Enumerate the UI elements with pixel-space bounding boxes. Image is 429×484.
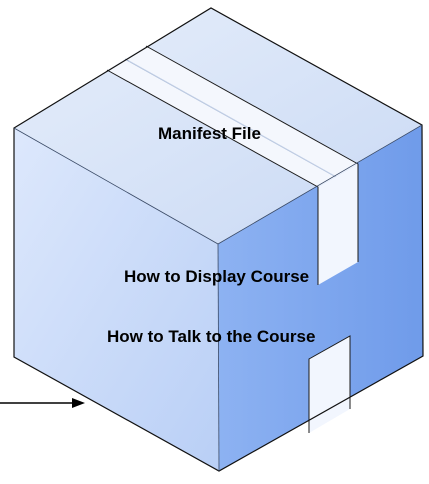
box-outline	[13, 7, 424, 472]
tape-strip-top	[107, 46, 358, 187]
tape-outline-lower	[308, 335, 351, 433]
tape-strip-side-upper	[318, 164, 358, 285]
box-vertical-edge	[217, 243, 220, 472]
tape-outline-top	[106, 69, 319, 285]
display-course-label: How to Display Course	[124, 267, 309, 286]
input-arrow-head	[72, 398, 85, 408]
talk-to-course-label: How to Talk to the Course	[107, 327, 315, 346]
tape-outline-top-right	[145, 45, 359, 262]
tape-strip-side-lower	[309, 336, 350, 433]
manifest-file-label: Manifest File	[158, 124, 261, 143]
tape-top-inner-line-2	[128, 60, 341, 180]
